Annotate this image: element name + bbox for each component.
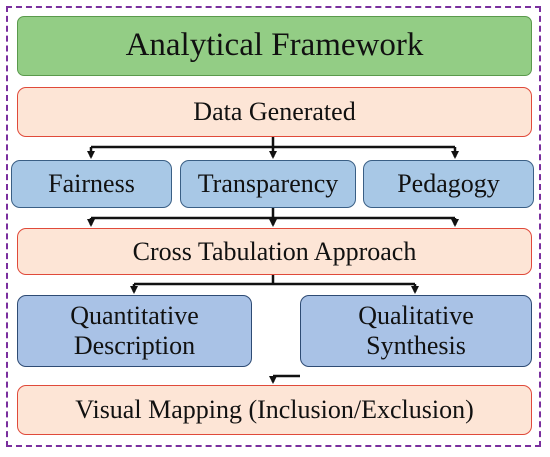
- diagram-frame: [6, 6, 541, 447]
- title-text: Analytical Framework: [125, 27, 424, 64]
- description-text: Description: [73, 331, 196, 360]
- fairness-box: Fairness: [11, 160, 172, 208]
- transparency-text: Transparency: [197, 169, 339, 199]
- cross-tabulation-text: Cross Tabulation Approach: [132, 236, 417, 266]
- data-generated-box: Data Generated: [17, 87, 532, 137]
- qualitative-text: Qualitative: [358, 301, 474, 331]
- quantitative-description-box: Quantitative Description: [17, 295, 252, 367]
- qualitative-synthesis-box: Qualitative Synthesis: [300, 295, 532, 367]
- visual-mapping-box: Visual Mapping (Inclusion/Exclusion): [17, 385, 532, 435]
- synthesis-text: Synthesis: [366, 331, 466, 360]
- visual-mapping-text: Visual Mapping (Inclusion/Exclusion): [75, 395, 474, 425]
- pedagogy-text: Pedagogy: [397, 169, 500, 199]
- transparency-box: Transparency: [180, 160, 356, 208]
- data-generated-text: Data Generated: [193, 97, 356, 127]
- quantitative-text: Quantitative: [70, 301, 199, 331]
- title-box: Analytical Framework: [17, 16, 532, 76]
- cross-tabulation-box: Cross Tabulation Approach: [17, 228, 532, 275]
- fairness-text: Fairness: [48, 169, 135, 199]
- pedagogy-box: Pedagogy: [363, 160, 534, 208]
